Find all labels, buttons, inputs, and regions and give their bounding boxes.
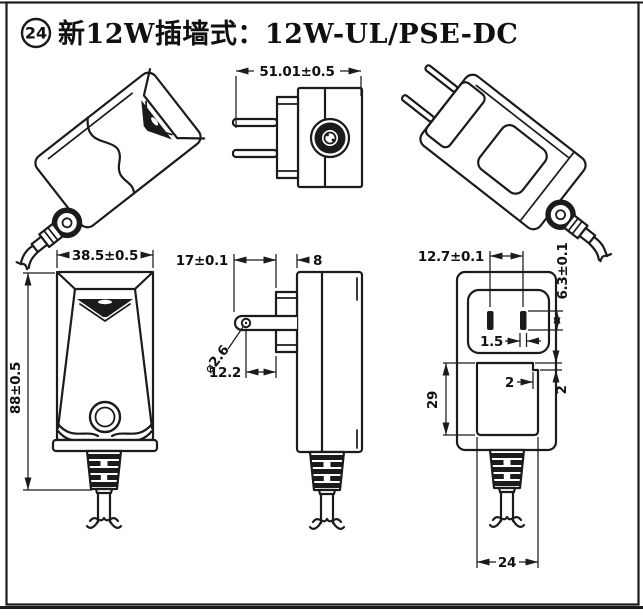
top-view: 51.01±0.5 — [231, 64, 364, 189]
base-cap — [51, 438, 159, 453]
prong-bottom — [400, 94, 435, 123]
dim-top-width: 51.01±0.5 — [235, 64, 362, 128]
svg-text:12.7±0.1: 12.7±0.1 — [418, 249, 484, 265]
svg-text:12.2: 12.2 — [209, 365, 241, 381]
dim-front-width: 38.5±0.5 — [56, 248, 154, 268]
svg-text:1.5: 1.5 — [480, 334, 503, 350]
pictorial-front-view — [15, 68, 206, 271]
label-recess — [477, 124, 548, 195]
svg-text:51.01±0.5: 51.01±0.5 — [259, 64, 334, 80]
cord-boss — [88, 400, 122, 434]
dim-step-horizontal: 2 — [505, 372, 534, 391]
strain-relief-cord — [488, 448, 526, 528]
back-view: 12.7±0.1 6.3±0.1 1.5 2 2 29 — [418, 242, 571, 571]
dim-label-width: 24 — [476, 437, 539, 571]
dim-label-height: 29 — [425, 362, 475, 436]
dc-plug — [545, 199, 613, 263]
prong-bottom — [231, 148, 279, 159]
dim-boss-depth: 8 — [263, 253, 322, 269]
svg-text:38.5±0.5: 38.5±0.5 — [72, 248, 138, 264]
dim-step-vertical: 2 — [535, 350, 570, 395]
circled-number-badge — [20, 17, 52, 49]
label-recess — [475, 361, 540, 437]
dim-front-height: 88±0.5 — [8, 272, 92, 491]
strain-relief-cord — [308, 450, 346, 530]
dim-pin-pitch: 12.7±0.1 — [418, 249, 524, 307]
dim-hole-offset: 12.2 — [209, 330, 277, 381]
svg-text:88±0.5: 88±0.5 — [8, 362, 24, 414]
badge-number: 24 — [25, 24, 47, 43]
svg-text:8: 8 — [313, 253, 322, 269]
svg-text:2: 2 — [554, 385, 570, 394]
pin-left — [487, 311, 494, 330]
svg-text:29: 29 — [425, 391, 441, 409]
prong-top — [231, 117, 279, 128]
front-view: 38.5±0.5 88±0.5 — [8, 248, 159, 529]
prong-top — [424, 64, 459, 93]
side-view: 17±0.1 8 ⌀2.6 12.2 — [176, 253, 364, 530]
svg-text:6.3±0.1: 6.3±0.1 — [555, 242, 571, 299]
strain-relief-cord — [85, 449, 123, 529]
title-block: 24 新12W插墙式：12W-UL/PSE-DC — [20, 17, 518, 50]
pin-right — [520, 311, 527, 330]
dc-plug — [15, 207, 83, 271]
svg-text:2: 2 — [505, 375, 514, 391]
svg-text:24: 24 — [498, 555, 516, 571]
dim-pin-width: 1.5 — [480, 333, 541, 350]
led-window — [77, 299, 133, 317]
dim-pin-length: 6.3±0.1 — [528, 242, 571, 331]
cord-bushing-end — [309, 117, 351, 159]
drawing-title: 新12W插墙式：12W-UL/PSE-DC — [58, 18, 518, 50]
pictorial-back-view — [400, 64, 613, 263]
svg-text:17±0.1: 17±0.1 — [176, 253, 228, 269]
